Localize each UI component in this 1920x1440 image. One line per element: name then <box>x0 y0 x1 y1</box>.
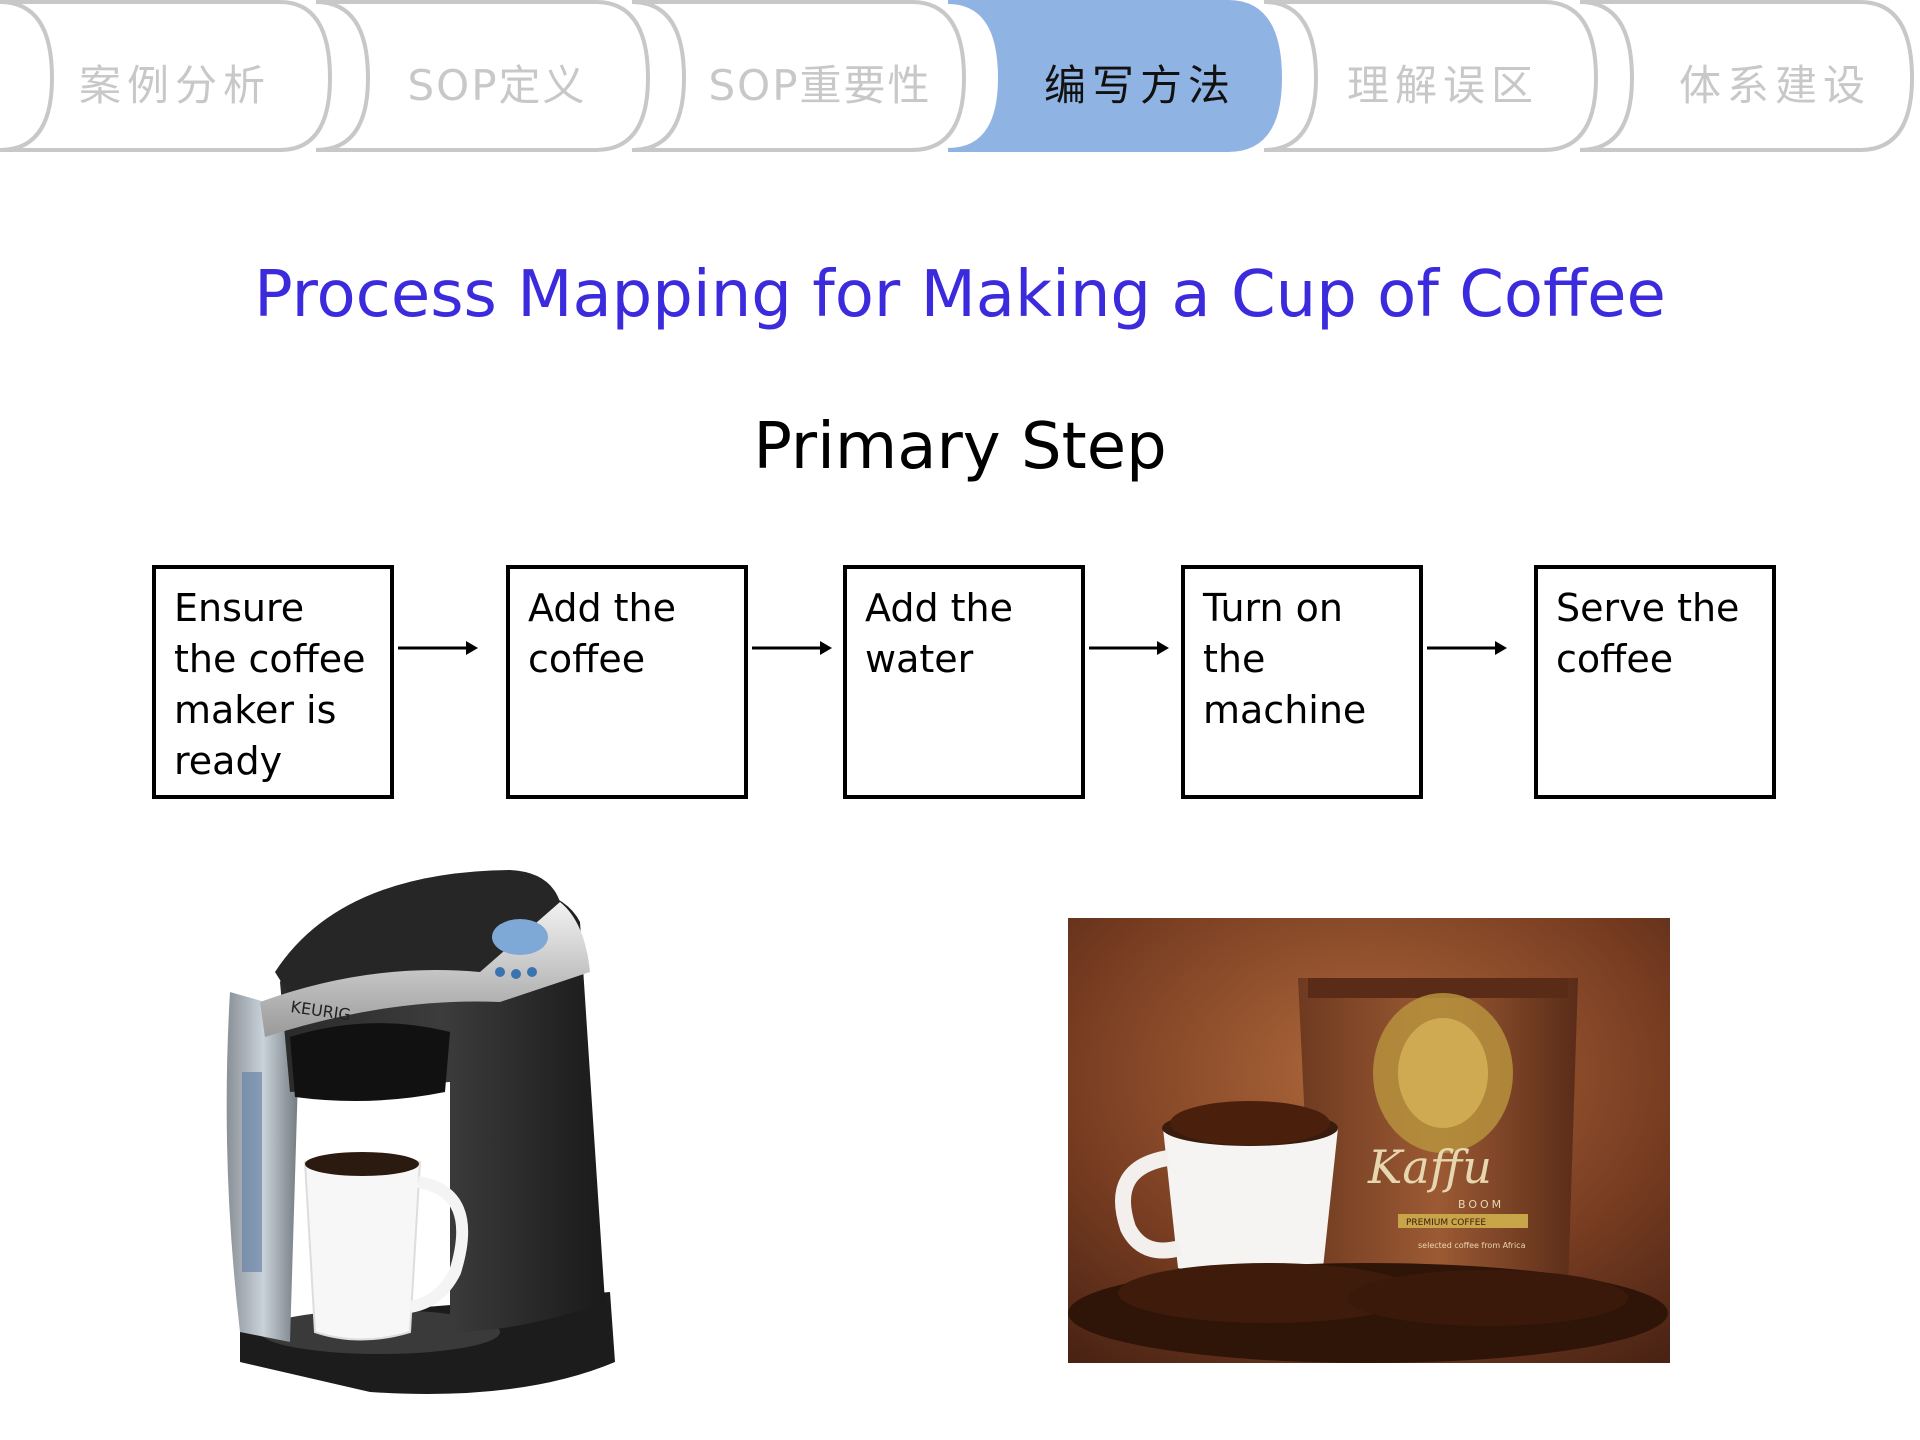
coffee-machine-image: KEURIG <box>226 870 615 1394</box>
tab-writing-method[interactable]: 编写方法 <box>1043 60 1236 110</box>
slide-title: Process Mapping for Making a Cup of Coff… <box>254 258 1666 332</box>
process-step-5: Serve the coffee <box>1534 565 1776 799</box>
tab-sop-definition[interactable]: SOP定义 <box>407 60 587 110</box>
tab-shapes <box>0 0 1915 152</box>
process-step-3-text: Add the water <box>865 586 1014 681</box>
arrow-icon <box>1089 641 1169 655</box>
slide-subtitle: Primary Step <box>753 410 1167 484</box>
bag-band-text: PREMIUM COFFEE <box>1406 1218 1486 1228</box>
arrow-icon <box>752 641 832 655</box>
process-step-1: Ensure the coffee maker is ready <box>152 565 394 799</box>
tab-shape-6 <box>1579 0 1915 152</box>
process-step-3: Add the water <box>843 565 1085 799</box>
bag-sub-text: BOOM <box>1458 1198 1504 1211</box>
tab-shape-4-active <box>947 0 1283 152</box>
tab-shape-1 <box>0 0 333 152</box>
tab-shape-2 <box>315 0 651 152</box>
tab-case-analysis[interactable]: 案例分析 <box>78 60 271 110</box>
arrow-icon <box>1427 641 1507 655</box>
tab-shape-5 <box>1263 0 1599 152</box>
arrow-icon <box>398 641 478 655</box>
tab-misconceptions[interactable]: 理解误区 <box>1346 60 1539 110</box>
coffee-bag-image: Kaffu BOOM PREMIUM COFFEE selected coffe… <box>1068 918 1670 1363</box>
process-step-1-text: Ensure the coffee maker is ready <box>174 586 366 783</box>
section-tab-bar: 案例分析 SOP定义 SOP重要性 编写方法 理解误区 体系建设 <box>0 0 1920 160</box>
process-step-2-text: Add the coffee <box>528 586 677 681</box>
tab-sop-importance[interactable]: SOP重要性 <box>708 60 932 110</box>
process-step-2: Add the coffee <box>506 565 748 799</box>
tab-shape-3 <box>631 0 967 152</box>
process-step-5-text: Serve the coffee <box>1556 586 1740 681</box>
bag-small-text: selected coffee from Africa <box>1418 1241 1526 1250</box>
bag-brand-text: Kaffu <box>1367 1140 1492 1194</box>
process-step-4-text: Turn on the machine <box>1203 586 1367 732</box>
tab-system-building[interactable]: 体系建设 <box>1678 60 1871 110</box>
process-step-4: Turn on the machine <box>1181 565 1423 799</box>
